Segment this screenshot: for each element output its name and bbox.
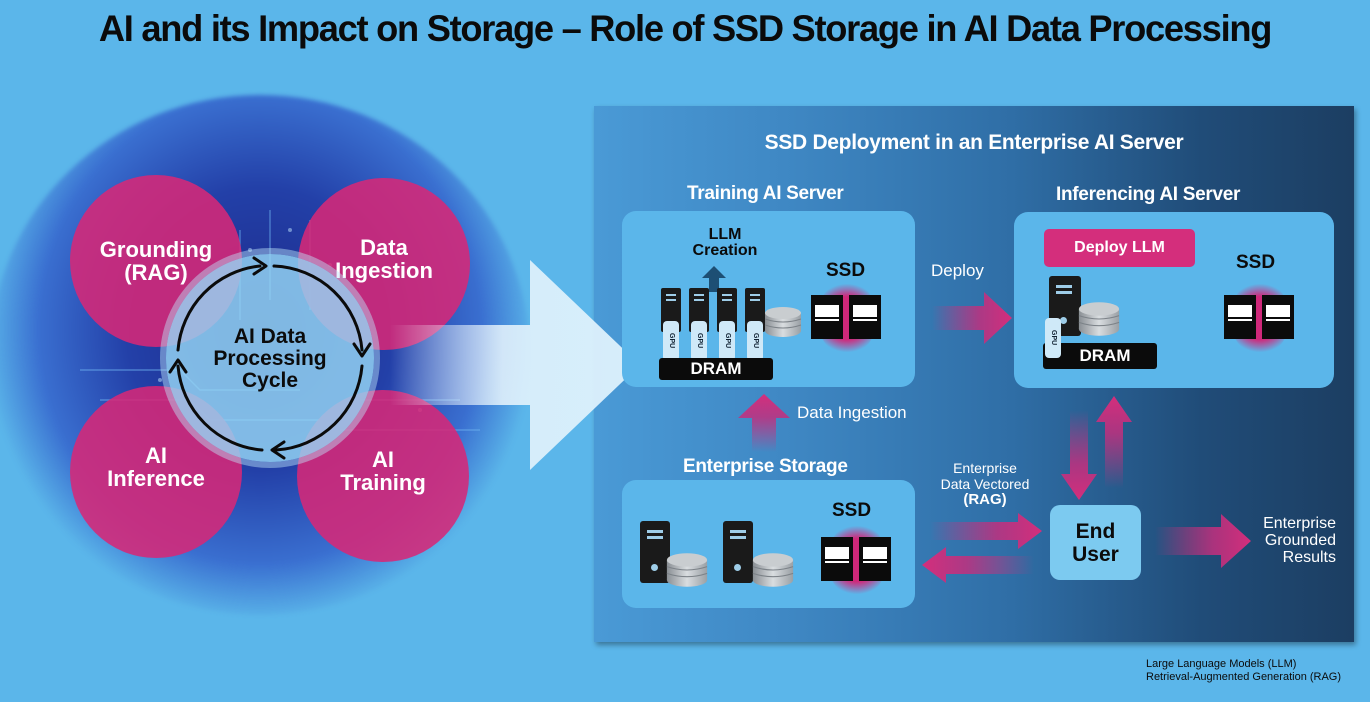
database-icon: [752, 553, 794, 587]
big-right-arrow-icon: [390, 260, 640, 470]
down-arrow-to-end-user-icon: [1061, 410, 1097, 500]
cycle-center-label: AI Data Processing Cycle: [166, 326, 374, 392]
gpu-card: GPU: [747, 321, 763, 361]
stage-label-line: Grounding: [99, 237, 213, 262]
server-icon: [723, 521, 753, 583]
inferencing-server-title: Inferencing AI Server: [1056, 184, 1241, 205]
stage-label-line: AI: [144, 443, 167, 468]
deploy-arrow-icon: [932, 292, 1012, 344]
gpu-card: GPU: [1045, 318, 1061, 358]
end-user-line: End: [1075, 519, 1116, 543]
center-label-line: Processing: [213, 347, 327, 370]
grounded-results-label: Enterprise Grounded Results: [1240, 515, 1336, 566]
page-title: AI and its Impact on Storage – Role of S…: [98, 8, 1273, 49]
training-server-title: Training AI Server: [687, 183, 844, 204]
llm-line: Creation: [692, 242, 758, 259]
panel-title: SSD Deployment in an Enterprise AI Serve…: [764, 131, 1184, 154]
up-arrow-to-inferencing-icon: [1096, 396, 1132, 488]
stage-label-line: Data: [360, 235, 408, 260]
ssd-label: SSD: [1236, 252, 1276, 273]
center-label-line: Cycle: [241, 369, 299, 392]
llm-creation-label: LLM Creation: [680, 227, 770, 259]
enterprise-storage-title: Enterprise Storage: [683, 456, 848, 477]
gpu-card: GPU: [691, 321, 707, 361]
results-line: Results: [1282, 549, 1336, 566]
llm-line: LLM: [708, 226, 742, 243]
stage-label-line: (RAG): [124, 260, 188, 285]
database-icon: [666, 553, 708, 587]
stage-label-line: Ingestion: [335, 258, 433, 283]
footnote-llm: Large Language Models (LLM): [1146, 658, 1297, 670]
vectored-line: Data Vectored: [940, 476, 1030, 492]
cycle-arrows-icon: [168, 256, 372, 460]
ssd-drives-icon: [821, 523, 893, 597]
end-user-line: User: [1072, 542, 1119, 566]
center-label-line: AI Data: [233, 325, 307, 348]
vectored-line: (RAG): [963, 491, 1007, 508]
stage-label-line: AI: [372, 447, 394, 472]
data-ingestion-arrow-icon: [738, 394, 790, 452]
vectored-label: Enterprise Data Vectored (RAG): [925, 460, 1045, 508]
database-icon: [1078, 302, 1120, 336]
ssd-drives-icon: [1224, 281, 1296, 355]
results-line: Grounded: [1264, 532, 1336, 549]
database-icon: [764, 307, 802, 337]
right-arrow-to-end-user-icon: [930, 513, 1042, 549]
footnote-rag: Retrieval-Augmented Generation (RAG): [1146, 671, 1342, 683]
up-arrow-icon: [702, 266, 726, 292]
footnotes: Large Language Models (LLM) Retrieval-Au…: [1146, 658, 1341, 684]
dram-bar: DRAM: [659, 358, 773, 380]
dram-bar: DRAM: [1043, 343, 1157, 369]
results-arrow-icon: [1155, 514, 1251, 568]
cycle-center-circle: [166, 254, 374, 462]
left-arrow-to-storage-icon: [922, 547, 1034, 583]
gpu-card: GPU: [719, 321, 735, 361]
gpu-card: GPU: [663, 321, 679, 361]
stage-label-line: Inference: [107, 466, 205, 491]
stage-label-line: Training: [340, 470, 426, 495]
ssd-drives-icon: [811, 281, 883, 355]
ssd-label: SSD: [832, 500, 872, 521]
deploy-label: Deploy: [931, 261, 984, 280]
deploy-llm-badge: Deploy LLM: [1044, 229, 1195, 267]
vectored-line: Enterprise: [953, 460, 1017, 476]
results-line: Enterprise: [1263, 515, 1336, 532]
server-icon: [640, 521, 670, 583]
ssd-label: SSD: [826, 260, 866, 281]
data-ingestion-label: Data Ingestion: [797, 403, 907, 422]
